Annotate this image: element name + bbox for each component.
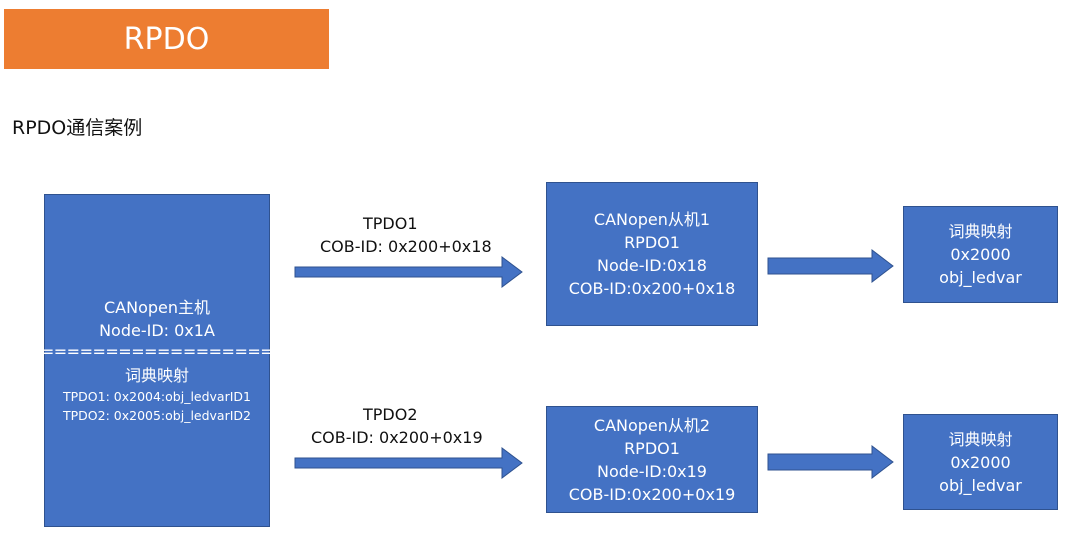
master-title: CANopen主机 [103,298,211,317]
master-tpdo1-mapping: TPDO1: 0x2004:obj_ledvarID1 [62,389,251,404]
slave2-node-box: CANopen从机2 RPDO1 Node-ID:0x19 COB-ID:0x2… [546,406,758,513]
arrow-slave1-to-dict1 [767,249,894,283]
link-2-name: TPDO2 [363,405,418,424]
master-node-box: CANopen主机 Node-ID: 0x1A ================… [40,194,274,527]
slave2-title: CANopen从机2 [593,415,711,435]
slave1-node-box: CANopen从机1 RPDO1 Node-ID:0x18 COB-ID:0x2… [546,182,758,326]
subtitle: RPDO通信案例 [12,117,143,139]
dict2-index: 0x2000 [950,452,1011,472]
arrow-master-to-slave2 [294,447,523,479]
link-2-cobid: COB-ID: 0x200+0x19 [311,428,483,447]
slave1-title: CANopen从机1 [593,210,711,229]
dict1-box: 词典映射 0x2000 obj_ledvar [903,206,1058,303]
arrow-master-to-slave1 [294,256,523,288]
dict2-title: 词典映射 [948,429,1013,449]
slave1-cobid: COB-ID:0x200+0x18 [568,279,736,298]
dict2-box: 词典映射 0x2000 obj_ledvar [903,414,1058,510]
dict1-var: obj_ledvar [939,268,1022,287]
link-label-2: TPDO2 COB-ID: 0x200+0x19 [311,403,483,449]
dict1-title: 词典映射 [948,222,1013,241]
master-dict-title: 词典映射 [124,366,189,385]
dict1-index: 0x2000 [950,245,1011,264]
link-label-1: TPDO1 COB-ID: 0x200+0x18 [320,212,492,258]
link-1-cobid: COB-ID: 0x200+0x18 [320,237,492,256]
slave2-node-id: Node-ID:0x19 [597,461,707,481]
master-separator: ================== [40,342,274,361]
page-title: RPDO [123,21,210,57]
dict2-var: obj_ledvar [939,475,1022,495]
slave2-rpdo: RPDO1 [624,438,680,458]
slave1-node-id: Node-ID:0x18 [597,256,707,275]
link-1-name: TPDO1 [363,214,418,233]
master-tpdo2-mapping: TPDO2: 0x2005:obj_ledvarID2 [62,408,251,423]
master-node-id: Node-ID: 0x1A [99,321,215,340]
arrow-slave2-to-dict2 [767,445,894,479]
slave2-cobid: COB-ID:0x200+0x19 [568,484,736,504]
slave1-rpdo: RPDO1 [624,233,680,252]
title-banner: RPDO [4,9,329,69]
